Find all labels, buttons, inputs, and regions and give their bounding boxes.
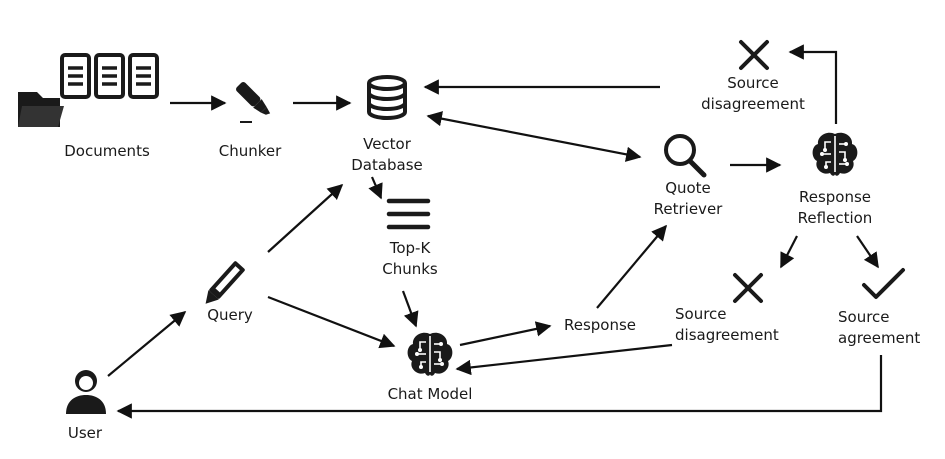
label-query: Query	[207, 306, 253, 324]
pencil-icon	[205, 261, 245, 304]
label-topk-chunks: Top-K Chunks	[370, 238, 450, 280]
arrow-reflection-agreement	[856, 235, 879, 269]
label-response-reflection-line2: Reflection	[797, 209, 873, 227]
magnifier-icon	[664, 134, 707, 178]
arrow-user-query	[107, 311, 187, 377]
label-vector-database: Vector Database	[335, 134, 439, 176]
label-chunker: Chunker	[218, 142, 282, 160]
arrow-vectordb-retriever	[426, 111, 642, 162]
arrow-query-chatmodel	[267, 295, 396, 349]
label-quote-retriever: Quote Retriever	[640, 178, 736, 220]
label-source-disagreement-mid-line2: disagreement	[675, 326, 779, 344]
label-source-agreement: Source agreement	[838, 307, 938, 349]
label-response: Response	[563, 316, 637, 334]
arrow-vectordb-topk	[368, 176, 383, 200]
arrow-chatmodel-response	[459, 321, 552, 347]
label-documents: Documents	[64, 142, 150, 160]
arrow-topk-chatmodel	[401, 290, 419, 328]
label-source-disagreement-mid-line1: Source	[675, 305, 727, 323]
cross-icon-top	[739, 40, 769, 70]
label-source-agreement-line1: Source	[838, 308, 890, 326]
list-lines-icon	[386, 198, 431, 230]
label-topk-line2: Chunks	[382, 260, 438, 278]
checkmark-icon	[862, 268, 905, 299]
label-quote-retriever-line2: Retriever	[653, 200, 723, 218]
label-topk-line1: Top-K	[389, 239, 431, 257]
database-icon	[367, 75, 407, 120]
label-source-disagreement-top-line1: Source	[727, 74, 779, 92]
highlighter-icon	[236, 82, 271, 123]
arrow-reflection-disagreement-mid	[780, 235, 798, 269]
folder-and-documents-icon	[18, 53, 159, 127]
arrow-reflection-disagreement-top	[788, 44, 838, 124]
arrow-disagreement-chatmodel	[455, 343, 673, 376]
label-vector-database-line2: Database	[351, 156, 423, 174]
label-response-reflection-line1: Response	[798, 188, 872, 206]
label-response-reflection: Response Reflection	[785, 187, 885, 229]
label-source-agreement-line2: agreement	[838, 329, 921, 347]
arrow-response-retriever	[596, 224, 667, 309]
label-quote-retriever-line1: Quote	[665, 179, 711, 197]
user-icon	[66, 370, 106, 414]
arrow-agreement-user	[116, 355, 883, 419]
brain-circuit-icon-reflection	[811, 131, 859, 177]
label-chat-model: Chat Model	[387, 385, 473, 403]
label-vector-database-line1: Vector	[363, 135, 411, 153]
label-user: User	[67, 424, 103, 442]
arrow-query-vectordb	[267, 183, 344, 253]
label-source-disagreement-top-line2: disagreement	[701, 95, 805, 113]
flow-arrows	[107, 44, 883, 419]
cross-icon-mid	[733, 273, 763, 303]
brain-circuit-icon-chat	[406, 331, 454, 377]
label-source-disagreement-mid: Source disagreement	[675, 304, 801, 346]
label-source-disagreement-top: Source disagreement	[690, 73, 816, 115]
